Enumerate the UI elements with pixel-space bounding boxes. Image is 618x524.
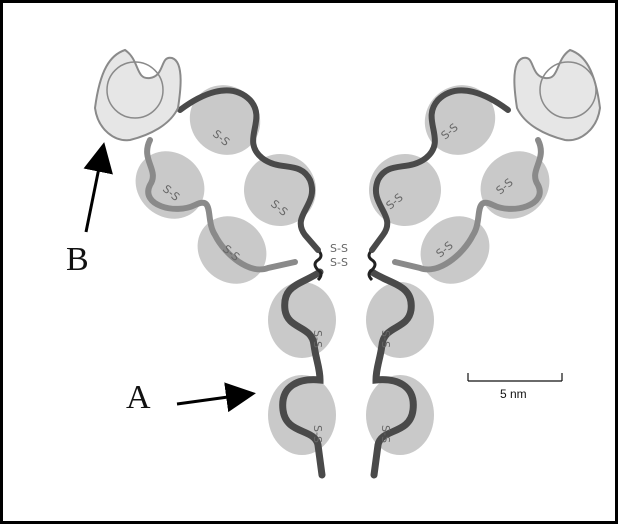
svg-text:S-S: S-S <box>311 330 324 348</box>
label-a-group: A <box>126 379 250 416</box>
svg-text:S-S: S-S <box>379 330 392 348</box>
svg-text:S-S: S-S <box>311 425 324 443</box>
svg-text:S-S: S-S <box>330 242 348 255</box>
label-b: B <box>66 241 89 278</box>
hinge-region: S-S S-S <box>315 242 375 280</box>
svg-text:S-S: S-S <box>379 425 392 443</box>
svg-text:S-S: S-S <box>330 256 348 269</box>
label-a: A <box>126 379 151 416</box>
scale-bar-label: 5 nm <box>500 387 527 401</box>
scale-bar: 5 nm <box>468 373 562 401</box>
fc-left-heavy-chain <box>268 272 336 475</box>
antigen-binding-site-left <box>95 50 181 140</box>
antigen-binding-site-right <box>514 50 600 140</box>
fc-right-heavy-chain <box>366 272 434 475</box>
label-b-group: B <box>66 148 103 278</box>
